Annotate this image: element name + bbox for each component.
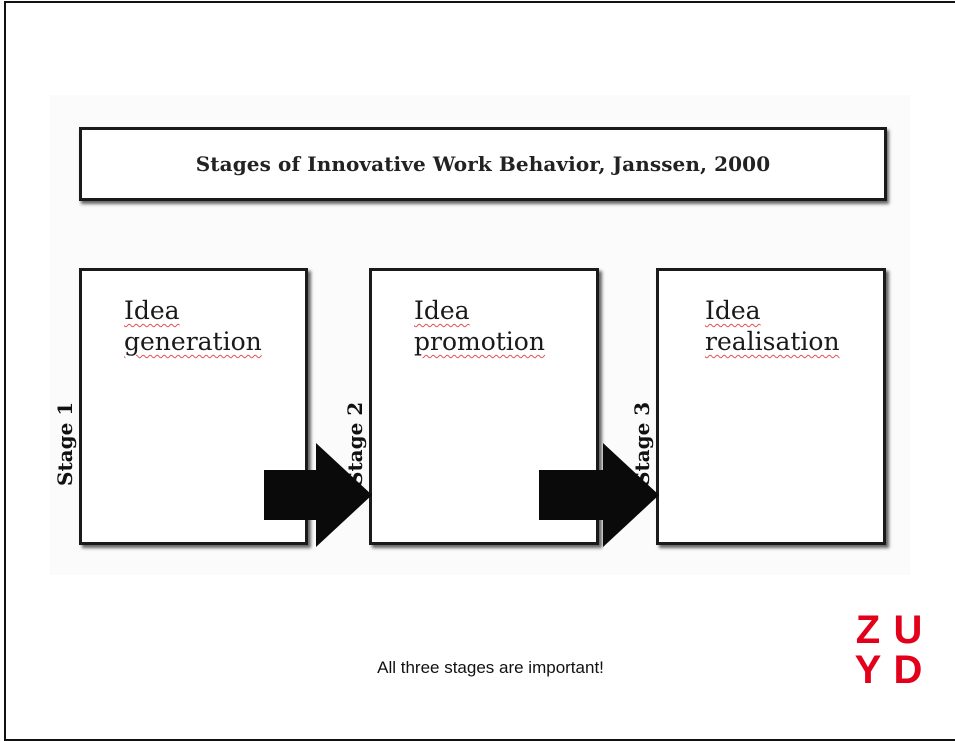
stage-heading-line2: generation [124,327,262,356]
stage-box-3: Idea realisation Stage 3 [630,268,886,545]
zuyd-logo: Z U Y D [848,610,928,690]
caption: All three stages are important! [0,658,955,678]
stage-heading-1: Idea generation [124,295,262,357]
logo-letter: D [893,648,923,692]
diagram-title: Stages of Innovative Work Behavior, Jans… [195,152,771,176]
logo-letter: Z [855,608,881,652]
logo-letter: U [893,608,923,652]
diagram-title-box: Stages of Innovative Work Behavior, Jans… [79,127,887,201]
arrow-right-icon [264,443,372,547]
arrow-right-icon [539,443,659,547]
caption-text: All three stages are important! [377,658,604,677]
logo-letter: Y [854,648,882,692]
stage-heading-2: Idea promotion [414,295,545,357]
stage-heading-line1: Idea [705,296,761,325]
stage-label-1: Stage 1 [53,401,77,486]
stage-heading-line1: Idea [124,296,180,325]
stage-heading-line1: Idea [414,296,470,325]
stage-heading-line2: promotion [414,327,545,356]
stage-heading-3: Idea realisation [705,295,840,357]
stage-heading-line2: realisation [705,327,840,356]
